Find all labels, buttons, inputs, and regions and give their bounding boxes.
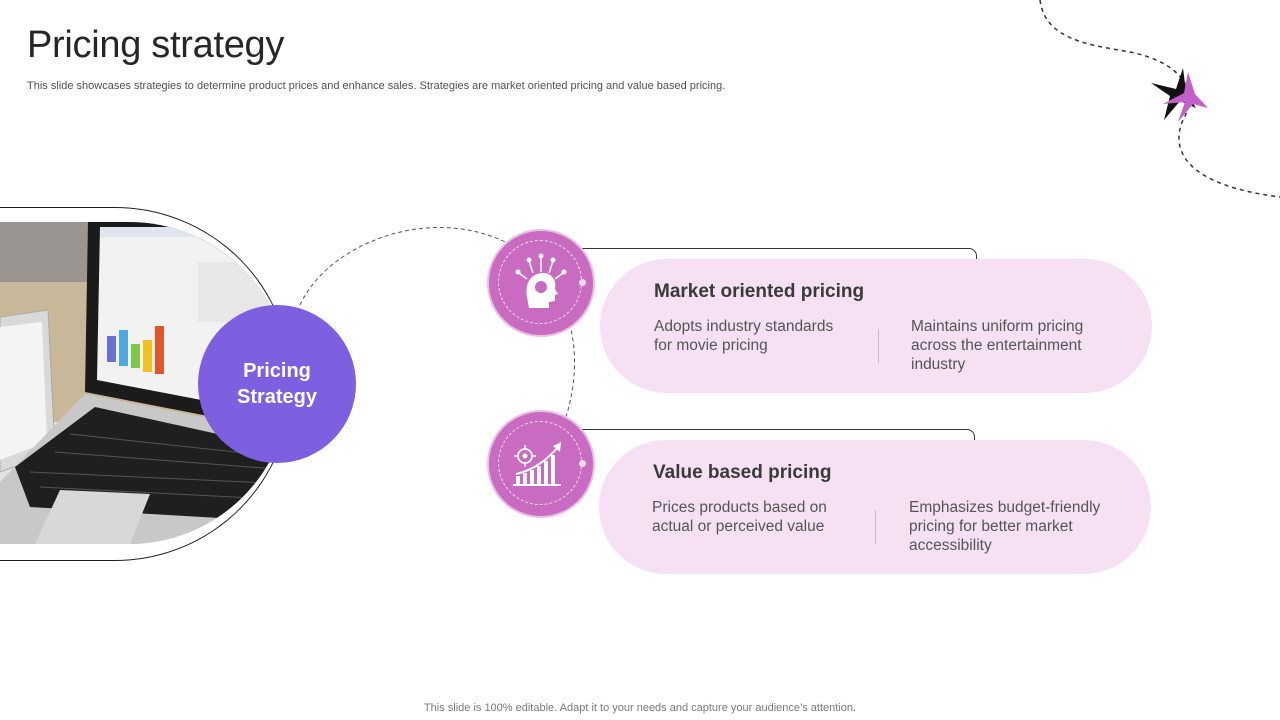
growth-chart-target-icon [513,442,561,486]
strategy-icon-badge-1 [489,231,593,335]
star-icon [1151,68,1208,122]
strategy-title: Value based pricing [653,462,832,483]
center-hub: Pricing Strategy [198,305,356,463]
strategy-point-2: Emphasizes budget-friendly pricing for b… [909,499,1101,554]
strategy-point-1: Prices products based on actual or perce… [652,499,827,535]
center-label: Pricing Strategy [236,360,318,408]
dashed-swoosh [1039,0,1280,198]
strategy-point-1: Adopts industry standards for movie pric… [654,318,834,354]
strategy-card-market: Market oriented pricing Adopts industry … [600,259,1152,393]
brain-network-icon [515,253,567,308]
strategy-card-value: Value based pricing Prices products base… [599,440,1151,574]
page-subtitle: This slide showcases strategies to deter… [27,80,726,92]
page-title: Pricing strategy [27,24,285,66]
strategy-title: Market oriented pricing [654,281,865,302]
column-divider [875,510,876,544]
ring-dot [579,279,586,286]
footer-note: This slide is 100% editable. Adapt it to… [423,702,857,714]
ring-dot [579,460,586,467]
column-divider [878,329,879,363]
strategy-point-2: Maintains uniform pricing across the ent… [911,318,1084,373]
strategy-icon-badge-2 [489,412,593,516]
